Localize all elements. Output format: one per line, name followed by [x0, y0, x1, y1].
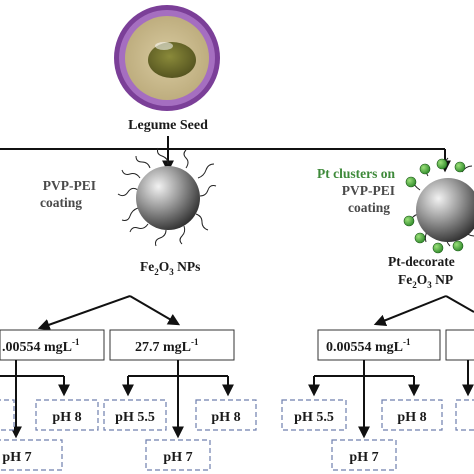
right-coating-line2: coating	[348, 200, 390, 215]
svg-text:.00554 mgL-1: .00554 mgL-1	[2, 337, 80, 355]
svg-text:pH 8: pH 8	[397, 410, 426, 425]
left-nanoparticle	[117, 147, 217, 247]
left-split-arrows-a	[0, 360, 70, 439]
ph-box	[0, 399, 15, 431]
right-np-label-line1: Pt-decorate	[388, 254, 455, 269]
right-conc-box-2-partial	[445, 329, 474, 361]
svg-text:pH 7: pH 7	[2, 450, 31, 465]
svg-text:pH 7: pH 7	[349, 450, 378, 465]
ph-box: pH 7	[331, 439, 397, 471]
ph-box: pH 7	[145, 439, 211, 471]
ph-box: pH 8	[195, 399, 257, 431]
right-branch-arrows	[373, 295, 474, 327]
left-split-arrows-b	[122, 360, 234, 439]
pt-clusters-label: Pt clusters on	[317, 166, 395, 181]
top-connector	[0, 136, 451, 173]
ph-box: pH 7	[0, 439, 63, 471]
svg-text:pH 8: pH 8	[211, 410, 240, 425]
svg-text:pH 7: pH 7	[163, 450, 192, 465]
left-coating-line1: PVP-PEI	[43, 178, 96, 193]
left-np-label: Fe2O3 NPs	[140, 259, 200, 277]
ph-box: pH 5.5	[103, 399, 167, 431]
left-branch-arrows	[37, 295, 181, 331]
svg-text:pH 8: pH 8	[52, 410, 81, 425]
right-coating-line1: PVP-PEI	[342, 183, 395, 198]
right-conc-box-1: 0.00554 mgL-1	[317, 329, 441, 361]
ph-box: pH 8	[35, 399, 99, 431]
svg-text:pH 5.5: pH 5.5	[294, 410, 334, 425]
left-conc-box-2: 27.7 mgL-1	[109, 329, 235, 361]
svg-text:27.7 mgL-1: 27.7 mgL-1	[135, 337, 199, 355]
right-nanoparticle	[403, 157, 474, 254]
right-split-arrows	[308, 360, 474, 439]
ph-box: pH 5.5	[281, 399, 347, 431]
right-np-label-line2: Fe2O3 NP	[398, 272, 453, 290]
seed-label: Legume Seed	[128, 118, 208, 133]
svg-text:0.00554 mgL-1: 0.00554 mgL-1	[326, 337, 411, 355]
svg-text:pH 5.5: pH 5.5	[115, 410, 155, 425]
legume-seed-image	[114, 5, 220, 111]
ph-box: pH 8	[381, 399, 443, 431]
left-conc-box-1: .00554 mgL-1	[0, 329, 105, 361]
left-coating-line2: coating	[40, 195, 82, 210]
ph-box	[455, 399, 474, 431]
